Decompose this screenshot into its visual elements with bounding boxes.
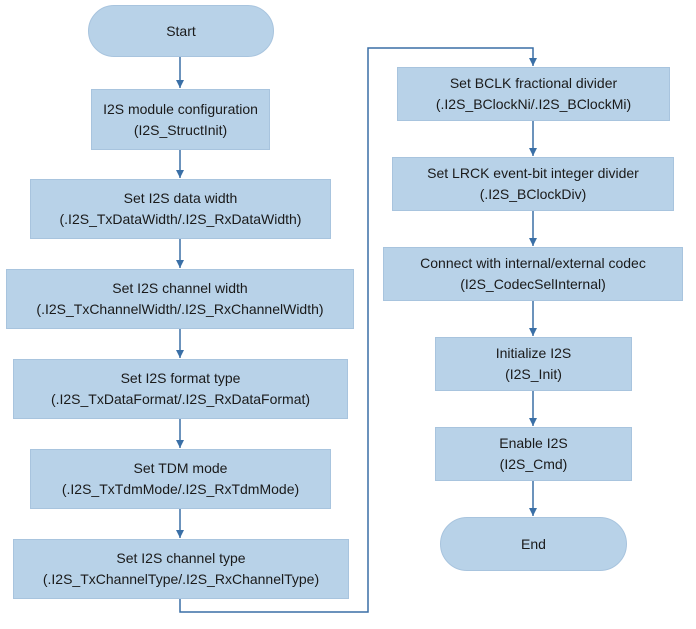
- step-codec-connection: Connect with internal/external codec (I2…: [383, 247, 683, 301]
- end-node: End: [440, 517, 627, 571]
- step-code: (.I2S_TxDataWidth/.I2S_RxDataWidth): [59, 211, 302, 227]
- arrow-channel-type-to-bclk-divider: [179, 47, 537, 613]
- step-enable-i2s: Enable I2S (I2S_Cmd): [435, 427, 632, 481]
- step-module-configuration: I2S module configuration (I2S_StructInit…: [91, 89, 270, 150]
- step-title: Set LRCK event-bit integer divider: [427, 165, 639, 181]
- step-code: (.I2S_BClockDiv): [479, 186, 587, 202]
- step-data-width: Set I2S data width (.I2S_TxDataWidth/.I2…: [30, 179, 331, 239]
- end-label: End: [521, 535, 546, 552]
- step-channel-type: Set I2S channel type (.I2S_TxChannelType…: [13, 539, 349, 599]
- step-title: Set I2S channel width: [112, 280, 248, 296]
- step-bclk-fractional-divider: Set BCLK fractional divider (.I2S_BClock…: [397, 67, 670, 121]
- step-title: Set I2S channel type: [116, 550, 246, 566]
- step-format-type: Set I2S format type (.I2S_TxDataFormat/.…: [13, 359, 348, 419]
- step-title: Set I2S data width: [123, 190, 238, 206]
- step-lrck-integer-divider: Set LRCK event-bit integer divider (.I2S…: [392, 157, 674, 211]
- step-code: (.I2S_TxChannelType/.I2S_RxChannelType): [42, 571, 320, 587]
- step-code: (.I2S_TxDataFormat/.I2S_RxDataFormat): [50, 391, 311, 407]
- step-title: I2S module configuration: [103, 100, 258, 117]
- step-code: (.I2S_TxTdmMode/.I2S_RxTdmMode): [61, 481, 300, 497]
- step-code: (I2S_Init): [505, 366, 562, 382]
- step-channel-width: Set I2S channel width (.I2S_TxChannelWid…: [6, 269, 354, 329]
- step-title: Initialize I2S: [495, 345, 572, 361]
- start-node: Start: [88, 5, 274, 57]
- step-code: (I2S_StructInit): [133, 121, 228, 138]
- step-code: (.I2S_BClockNi/.I2S_BClockMi): [435, 96, 632, 112]
- step-title: Enable I2S: [499, 435, 568, 451]
- step-initialize-i2s: Initialize I2S (I2S_Init): [435, 337, 632, 391]
- step-code: (I2S_Cmd): [499, 456, 568, 472]
- step-code: (I2S_CodecSelInternal): [460, 276, 606, 292]
- step-title: Set BCLK fractional divider: [449, 75, 618, 91]
- step-title: Set TDM mode: [133, 460, 228, 476]
- start-label: Start: [166, 22, 196, 39]
- step-title: Set I2S format type: [120, 370, 241, 386]
- step-title: Connect with internal/external codec: [420, 255, 646, 271]
- step-tdm-mode: Set TDM mode (.I2S_TxTdmMode/.I2S_RxTdmM…: [30, 449, 331, 509]
- step-code: (.I2S_TxChannelWidth/.I2S_RxChannelWidth…: [36, 301, 324, 317]
